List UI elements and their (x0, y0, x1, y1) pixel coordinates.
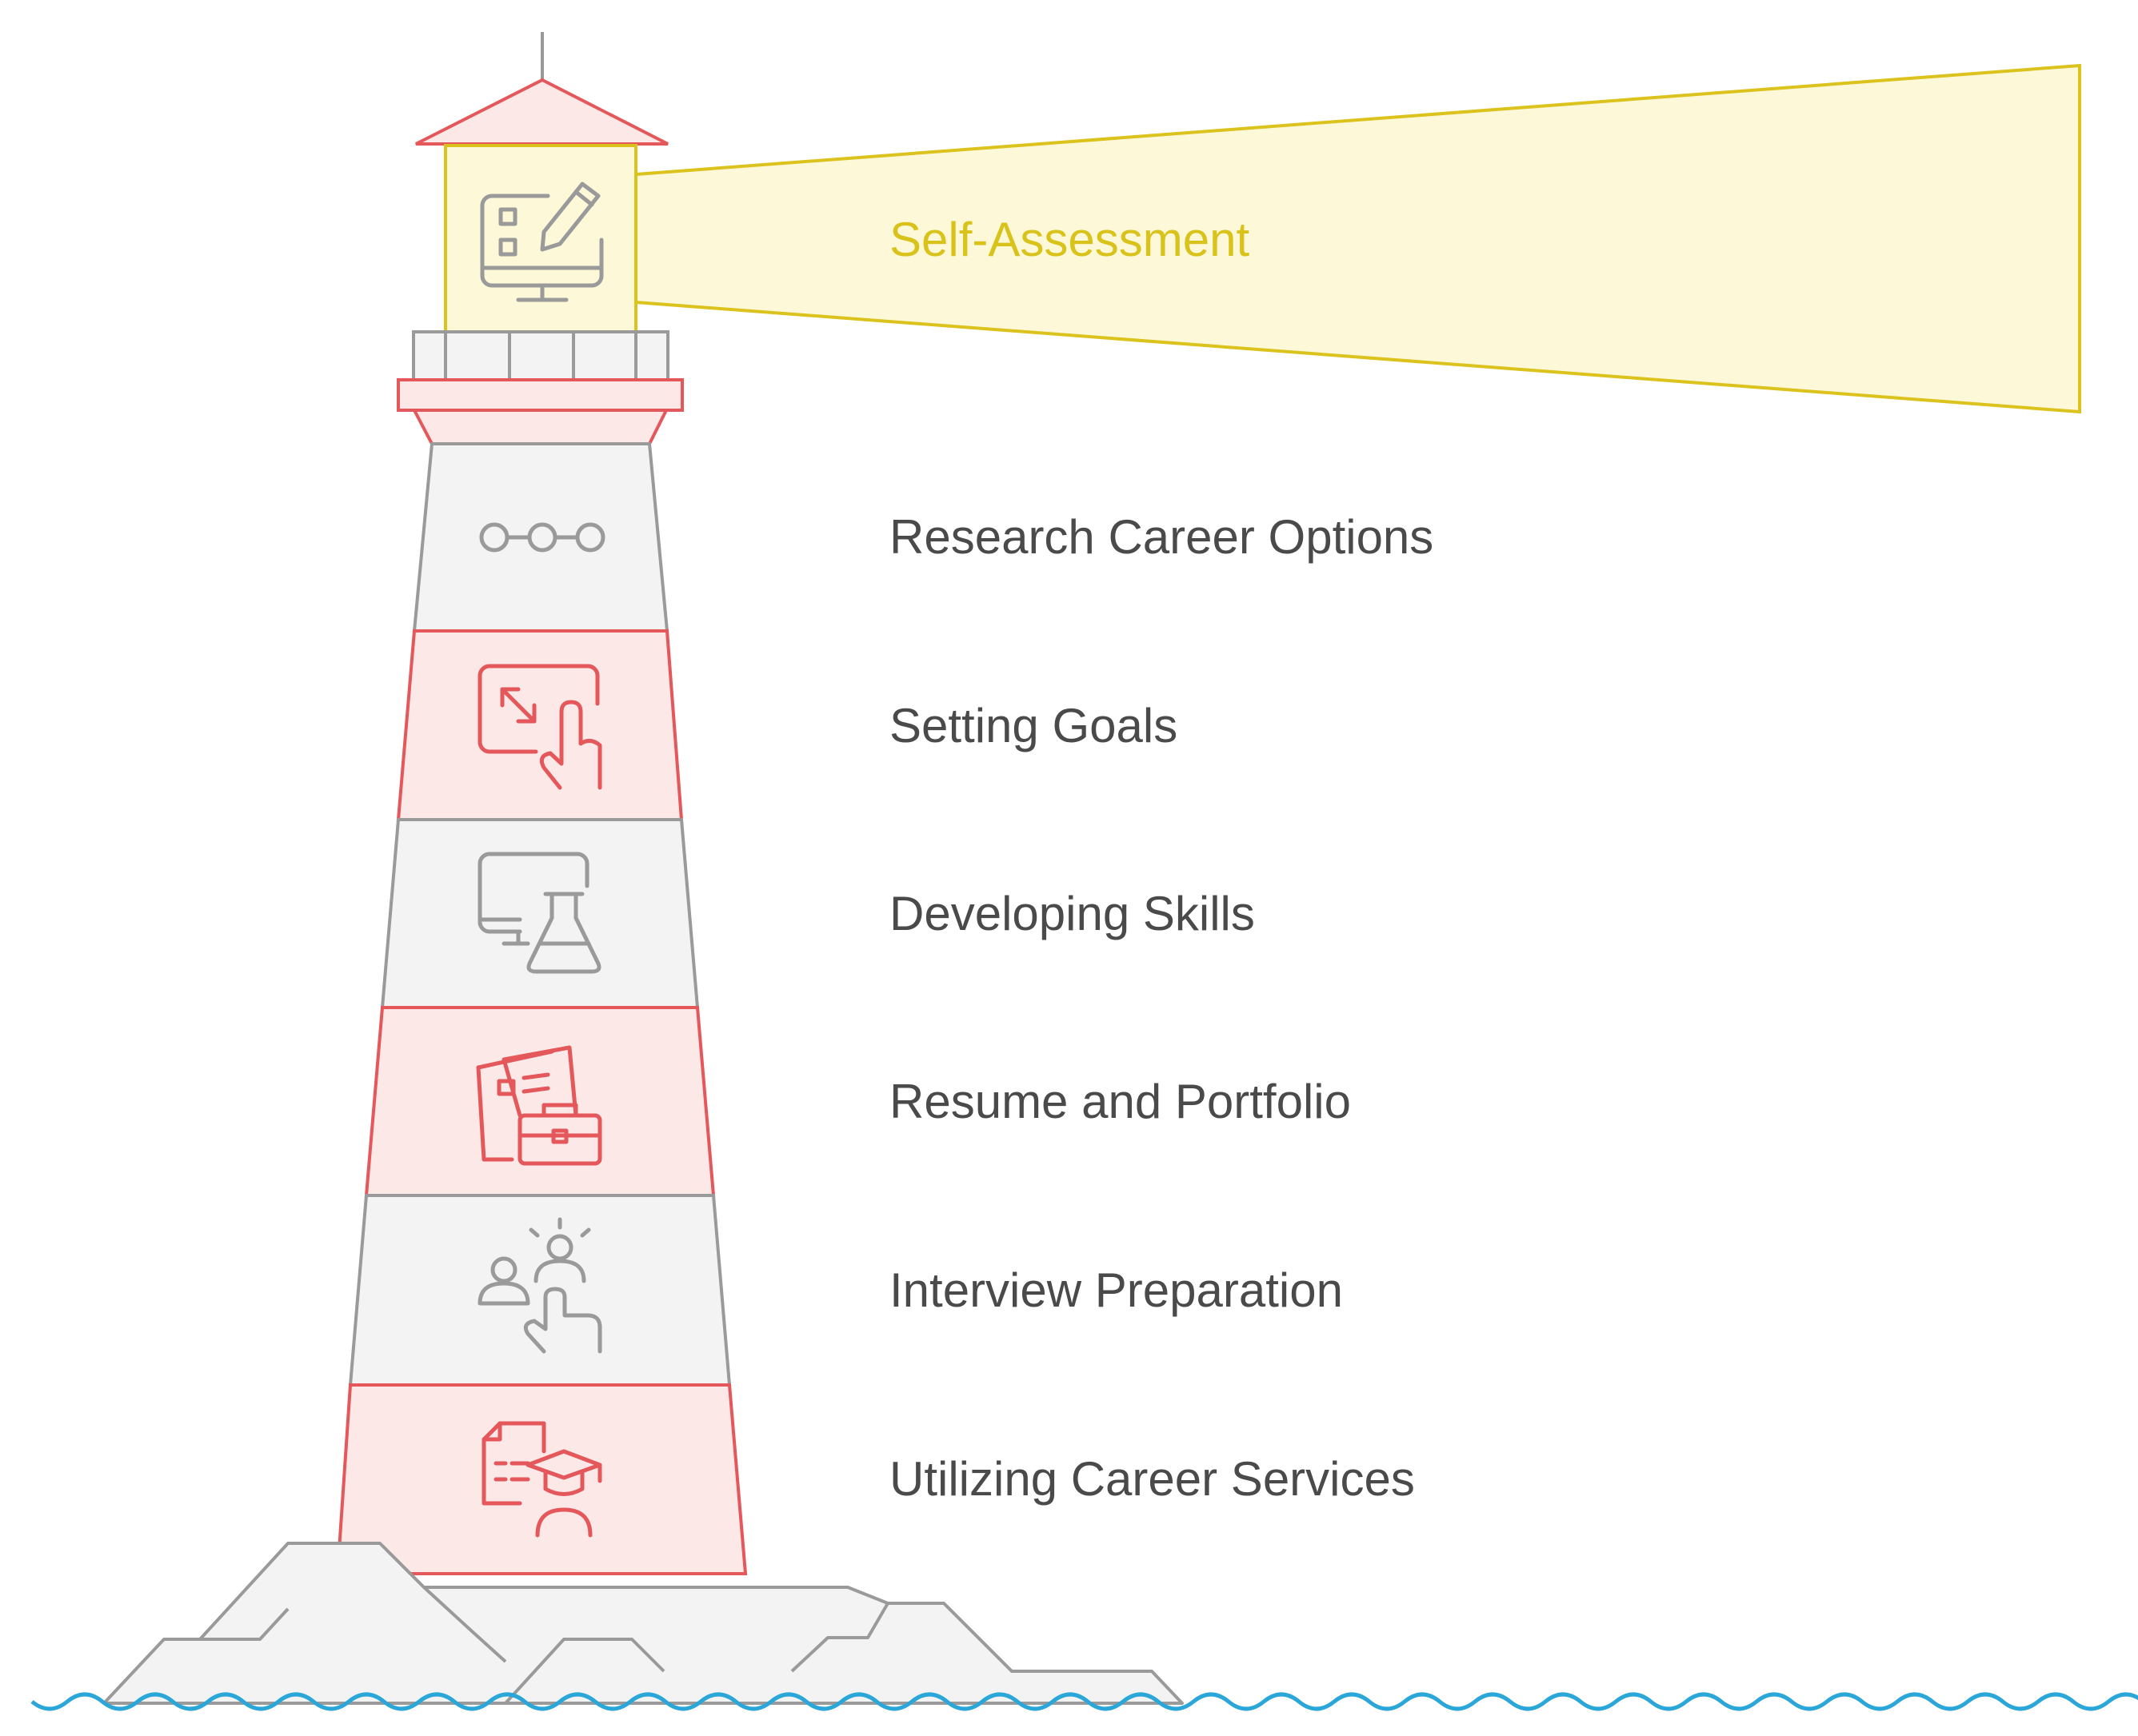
light-beam (634, 63, 2081, 414)
rocks (102, 1542, 1184, 1705)
monitor-flask-icon (478, 852, 601, 974)
gallery-railing (412, 330, 669, 381)
tower-band-resume (364, 1006, 716, 1197)
gallery-platform (397, 378, 684, 412)
step-label-setting-goals: Setting Goals (889, 699, 1177, 752)
document-graduate-icon (482, 1421, 602, 1538)
water-waves (30, 1692, 2138, 1711)
step-label-research-career-options: Research Career Options (889, 510, 1433, 564)
step-label-resume-and-portfolio: Resume and Portfolio (889, 1075, 1351, 1128)
step-label-self-assessment: Self-Assessment (889, 213, 1249, 266)
step-label-utilizing-career-services: Utilizing Career Services (889, 1452, 1415, 1506)
lighthouse-neck (411, 409, 669, 445)
connected-nodes-icon (479, 522, 605, 553)
lighthouse-roof (415, 78, 669, 146)
computer-checklist-pencil-icon (480, 182, 604, 302)
tower-band-interview (348, 1194, 732, 1387)
lantern-room (444, 144, 637, 333)
step-label-developing-skills: Developing Skills (889, 887, 1255, 940)
tower-band-services (335, 1383, 748, 1575)
documents-briefcase-icon (476, 1045, 602, 1166)
step-label-interview-preparation: Interview Preparation (889, 1263, 1343, 1317)
expand-touch-icon (478, 664, 602, 790)
tower-band-skills (380, 818, 700, 1009)
tower-band-goals (396, 629, 684, 821)
people-pointing-icon (478, 1217, 602, 1354)
tower-band-research (412, 442, 669, 633)
